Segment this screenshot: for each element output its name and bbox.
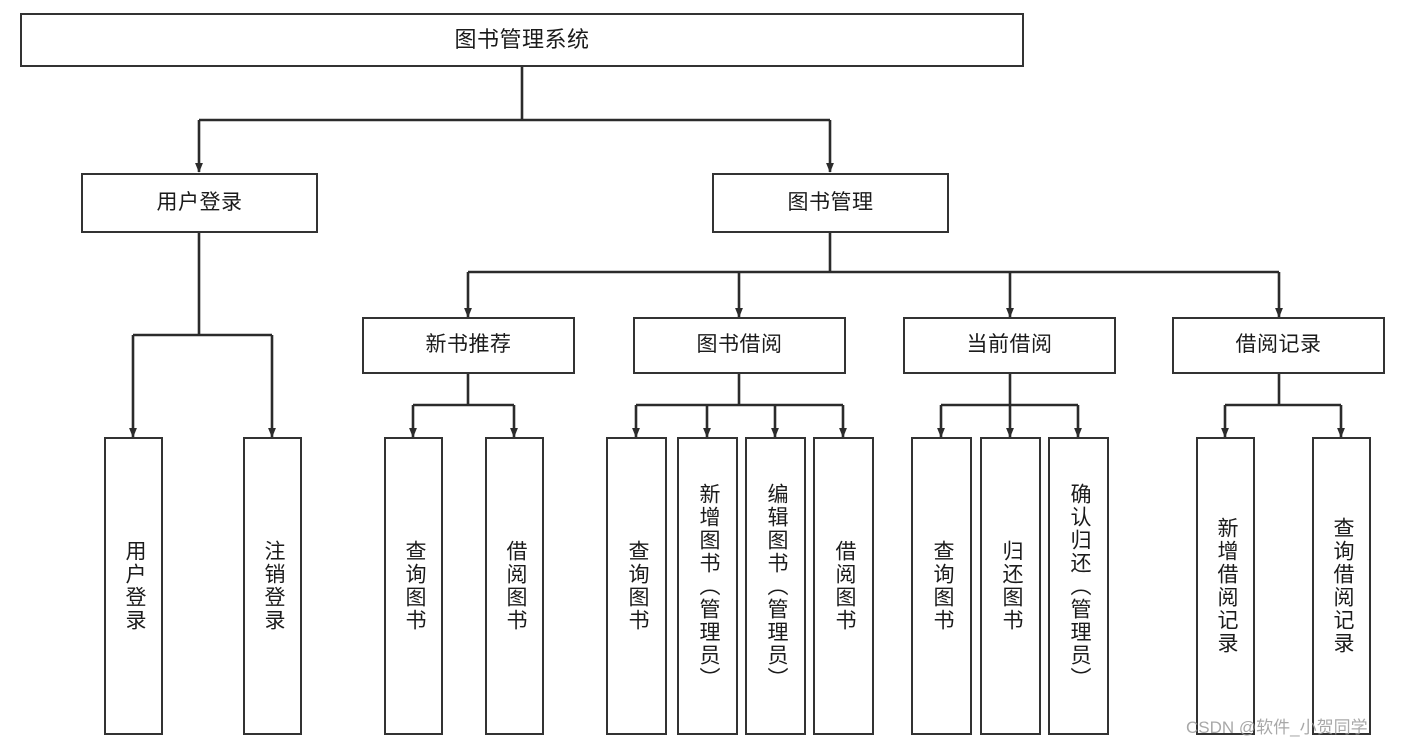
leaf-label: 确认归还（管理员）	[1067, 482, 1091, 690]
leaf-query-record[interactable]: 查询借阅记录	[1312, 437, 1371, 735]
node-label: 图书借阅	[696, 333, 783, 357]
leaf-label: 查询图书	[625, 540, 649, 632]
leaf-return-book[interactable]: 归还图书	[980, 437, 1041, 735]
node-label: 新书推荐	[425, 333, 512, 357]
leaf-add-book[interactable]: 新增图书（管理员）	[677, 437, 738, 735]
node-borrow-record[interactable]: 借阅记录	[1172, 317, 1385, 374]
leaf-confirm-return[interactable]: 确认归还（管理员）	[1048, 437, 1109, 735]
watermark: CSDN @软件_小贺同学	[1186, 718, 1368, 737]
leaf-label: 归还图书	[999, 540, 1023, 632]
node-label: 图书管理系统	[454, 27, 590, 53]
leaf-query-book-1[interactable]: 查询图书	[384, 437, 443, 735]
node-label: 借阅记录	[1235, 333, 1322, 357]
node-book-borrow[interactable]: 图书借阅	[633, 317, 846, 374]
leaf-label: 查询图书	[402, 540, 426, 632]
leaf-query-book-2[interactable]: 查询图书	[606, 437, 667, 735]
leaf-label: 用户登录	[122, 540, 146, 632]
node-label: 当前借阅	[966, 333, 1053, 357]
leaf-user-login[interactable]: 用户登录	[104, 437, 163, 735]
leaf-label: 查询图书	[930, 540, 954, 632]
leaf-borrow-book-2[interactable]: 借阅图书	[813, 437, 874, 735]
node-user-login[interactable]: 用户登录	[81, 173, 318, 233]
leaf-label: 新增借阅记录	[1214, 517, 1238, 655]
leaf-label: 查询借阅记录	[1330, 517, 1354, 655]
node-label: 用户登录	[156, 190, 243, 214]
node-root-system[interactable]: 图书管理系统	[20, 13, 1024, 67]
leaf-label: 借阅图书	[503, 540, 527, 632]
node-new-book-recommend[interactable]: 新书推荐	[362, 317, 575, 374]
leaf-add-record[interactable]: 新增借阅记录	[1196, 437, 1255, 735]
node-label: 图书管理	[787, 190, 874, 214]
leaf-edit-book[interactable]: 编辑图书（管理员）	[745, 437, 806, 735]
node-current-borrow[interactable]: 当前借阅	[903, 317, 1116, 374]
leaf-user-logout[interactable]: 注销登录	[243, 437, 302, 735]
leaf-label: 编辑图书（管理员）	[764, 482, 788, 690]
leaf-query-book-3[interactable]: 查询图书	[911, 437, 972, 735]
leaf-borrow-book-1[interactable]: 借阅图书	[485, 437, 544, 735]
leaf-label: 注销登录	[261, 540, 285, 632]
node-book-management[interactable]: 图书管理	[712, 173, 949, 233]
leaf-label: 新增图书（管理员）	[696, 482, 720, 690]
leaf-label: 借阅图书	[832, 540, 856, 632]
